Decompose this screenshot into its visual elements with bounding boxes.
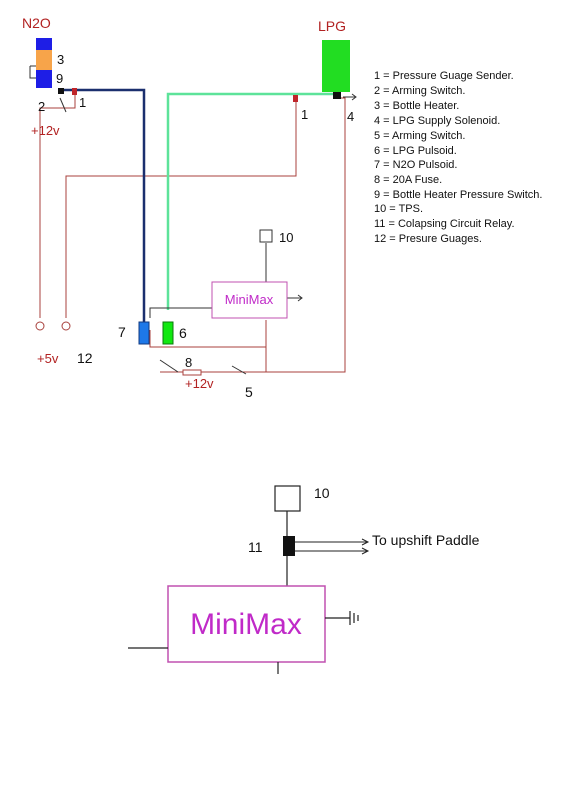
heater-pressure-switch — [58, 88, 64, 94]
label-1b: 1 — [301, 107, 308, 122]
red-wire-power — [160, 97, 346, 373]
legend-item: 6 = LPG Pulsoid. — [374, 145, 457, 157]
paddle-arrow-1-icon — [361, 538, 370, 546]
tps-box-bottom — [274, 485, 301, 512]
ground-arrow-icon — [297, 294, 303, 302]
n2o-pulsoid — [138, 321, 150, 345]
legend-item: 11 = Colapsing Circuit Relay. — [374, 218, 515, 230]
n2o-bottle — [36, 70, 52, 88]
bottle-heater — [36, 50, 52, 70]
lpg-label: LPG — [318, 18, 346, 34]
legend-item: 2 = Arming Switch. — [374, 85, 465, 97]
label-10-bottom: 10 — [314, 485, 330, 501]
label-4: 4 — [347, 109, 354, 124]
minimax-box-bottom — [167, 585, 326, 663]
legend-item: 8 = 20A Fuse. — [374, 174, 442, 186]
label-5: 5 — [245, 384, 253, 400]
lpg-supply-solenoid — [333, 92, 341, 99]
gauge-terminal-12 — [61, 321, 71, 331]
label-12: 12 — [77, 350, 93, 366]
green-wire-lpg — [166, 92, 333, 310]
paddle-arrow-2-icon — [361, 547, 370, 555]
plus12v-label-bottom: +12v — [185, 376, 214, 391]
arming-switch-2-blade — [59, 97, 67, 113]
lpg-tank — [322, 40, 350, 92]
legend-item: 4 = LPG Supply Solenoid. — [374, 115, 500, 127]
plus5v-label: +5v — [37, 351, 59, 366]
label-7: 7 — [118, 324, 126, 340]
ground-icon — [349, 611, 359, 625]
pressure-sender-n2o — [72, 88, 77, 95]
label-1a: 1 — [79, 95, 86, 110]
minimax-label-bottom: MiniMax — [190, 608, 302, 641]
label-2: 2 — [38, 99, 45, 114]
label-11: 11 — [248, 539, 263, 555]
red-wire-feed — [149, 330, 266, 348]
plus12v-label-top: +12v — [31, 123, 60, 138]
legend-item: 7 = N2O Pulsoid. — [374, 159, 457, 171]
label-3: 3 — [57, 52, 64, 67]
blue-wire-n2o — [62, 88, 146, 322]
signal-wires — [29, 65, 357, 375]
red-wire-gauge — [65, 98, 297, 318]
tps-box — [259, 229, 273, 243]
label-10-top: 10 — [279, 230, 293, 245]
legend-item: 9 = Bottle Heater Pressure Switch. — [374, 189, 542, 201]
arming-switch-5-blade — [231, 365, 247, 375]
pressure-sender-lpg — [293, 95, 298, 102]
fuse-20a — [182, 369, 202, 376]
minimax-label-top: MiniMax — [225, 292, 274, 307]
legend-item: 10 = TPS. — [374, 203, 423, 215]
gauge-terminal-5v — [35, 321, 45, 331]
fuse-link-wire — [159, 359, 179, 373]
heater-loop-wire — [29, 66, 36, 79]
label-6: 6 — [179, 325, 187, 341]
legend-item: 12 = Presure Guages. — [374, 233, 482, 245]
collapsing-circuit-relay — [283, 536, 295, 556]
upshift-paddle-label: To upshift Paddle — [372, 532, 480, 548]
label-8: 8 — [185, 355, 192, 370]
bottom-diagram: MiniMax 10 11 To upshift Paddle — [128, 485, 480, 674]
legend-item: 3 = Bottle Heater. — [374, 100, 459, 112]
legend-item: 1 = Pressure Guage Sender. — [374, 70, 514, 82]
n2o-bottle-cap — [36, 38, 52, 50]
minimax-box-top — [211, 281, 288, 319]
minimax-signal-wire — [149, 307, 212, 318]
red-wire-5v — [39, 94, 76, 318]
lpg-pulsoid — [162, 321, 174, 345]
legend-item: 5 = Arming Switch. — [374, 130, 465, 142]
n2o-label: N2O — [22, 15, 51, 31]
lpg-arrow-icon — [351, 93, 357, 101]
label-9: 9 — [56, 71, 63, 86]
red-wires — [39, 94, 346, 373]
legend: 1 = Pressure Guage Sender. 2 = Arming Sw… — [374, 70, 542, 245]
